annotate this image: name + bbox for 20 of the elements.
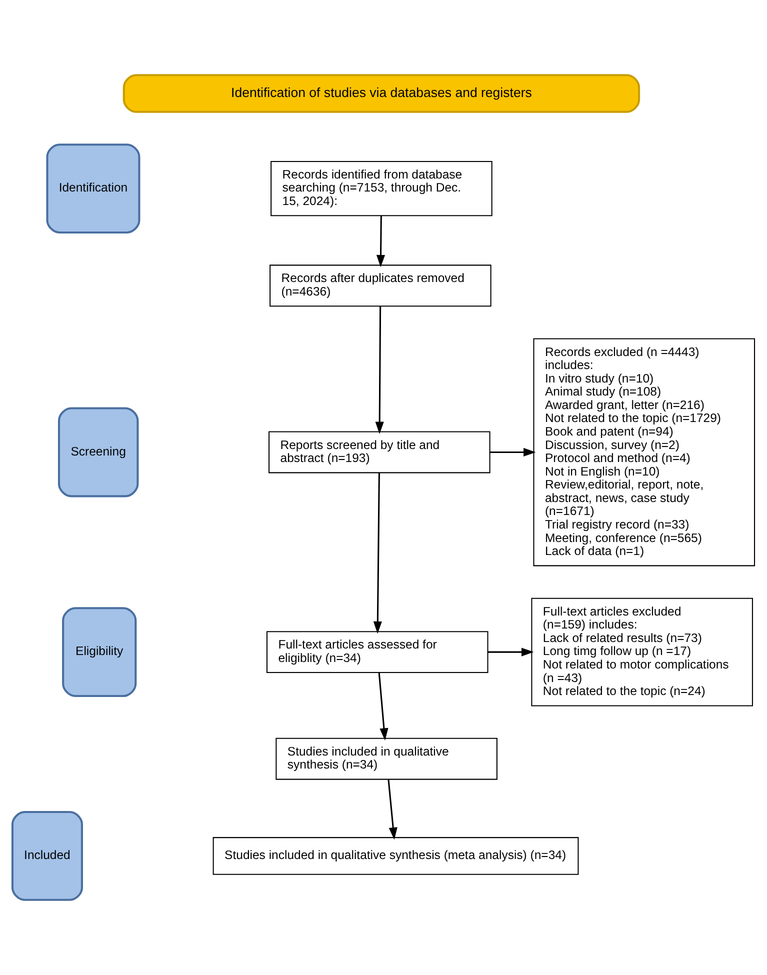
node-box: Identification of studies via databases and registers <box>122 74 640 113</box>
arrow <box>376 216 386 268</box>
node-box: Studies included in qualitative synthesis (meta analysis) (n=34) <box>212 837 579 875</box>
node-box: Records after duplicates removed (n=4636) <box>270 264 492 307</box>
node-box: Records identified from database searching (n=7153, through Dec. 15, 2024): <box>270 160 492 216</box>
node-box: Identification <box>46 144 140 234</box>
arrow <box>490 448 536 457</box>
arrow <box>488 648 534 656</box>
arrow <box>388 780 398 840</box>
arrow <box>378 672 388 741</box>
arrow <box>375 306 384 434</box>
node-box: Studies included in qualitative synthesis (n=34) <box>276 738 498 780</box>
node-box: Included <box>11 810 83 901</box>
node-box: Full-text articles assessed for eligiblity (n=34) <box>266 631 488 673</box>
node-box: Screening <box>58 407 139 498</box>
node-box: Reports screened by title and abstract (n=193) <box>268 431 490 474</box>
node-box: Full-text articles excluded (n=159) includes: Lack of related results (n=73) Long timg follow up (n =17) Not related to motor complications (n =43) Not related to the topic (n=24) <box>531 598 753 706</box>
node-box: Eligibility <box>62 607 137 698</box>
arrow <box>373 472 382 634</box>
node-box: Records excluded (n =4443) includes: In vitro study (n=10) Animal study (n=108) Awarded grant, letter (n=216) Not related to the topic (n=1729) Book and patent (n=94) Discussion, survey (n=2) Protocol and method (n=4) Not in English (n=10) Review,editorial, report, note, abstract, news, case study (n=1671) Trial registry record (n=33) Meeting, conference (n=565) Lack of data (n=1) <box>533 338 756 566</box>
